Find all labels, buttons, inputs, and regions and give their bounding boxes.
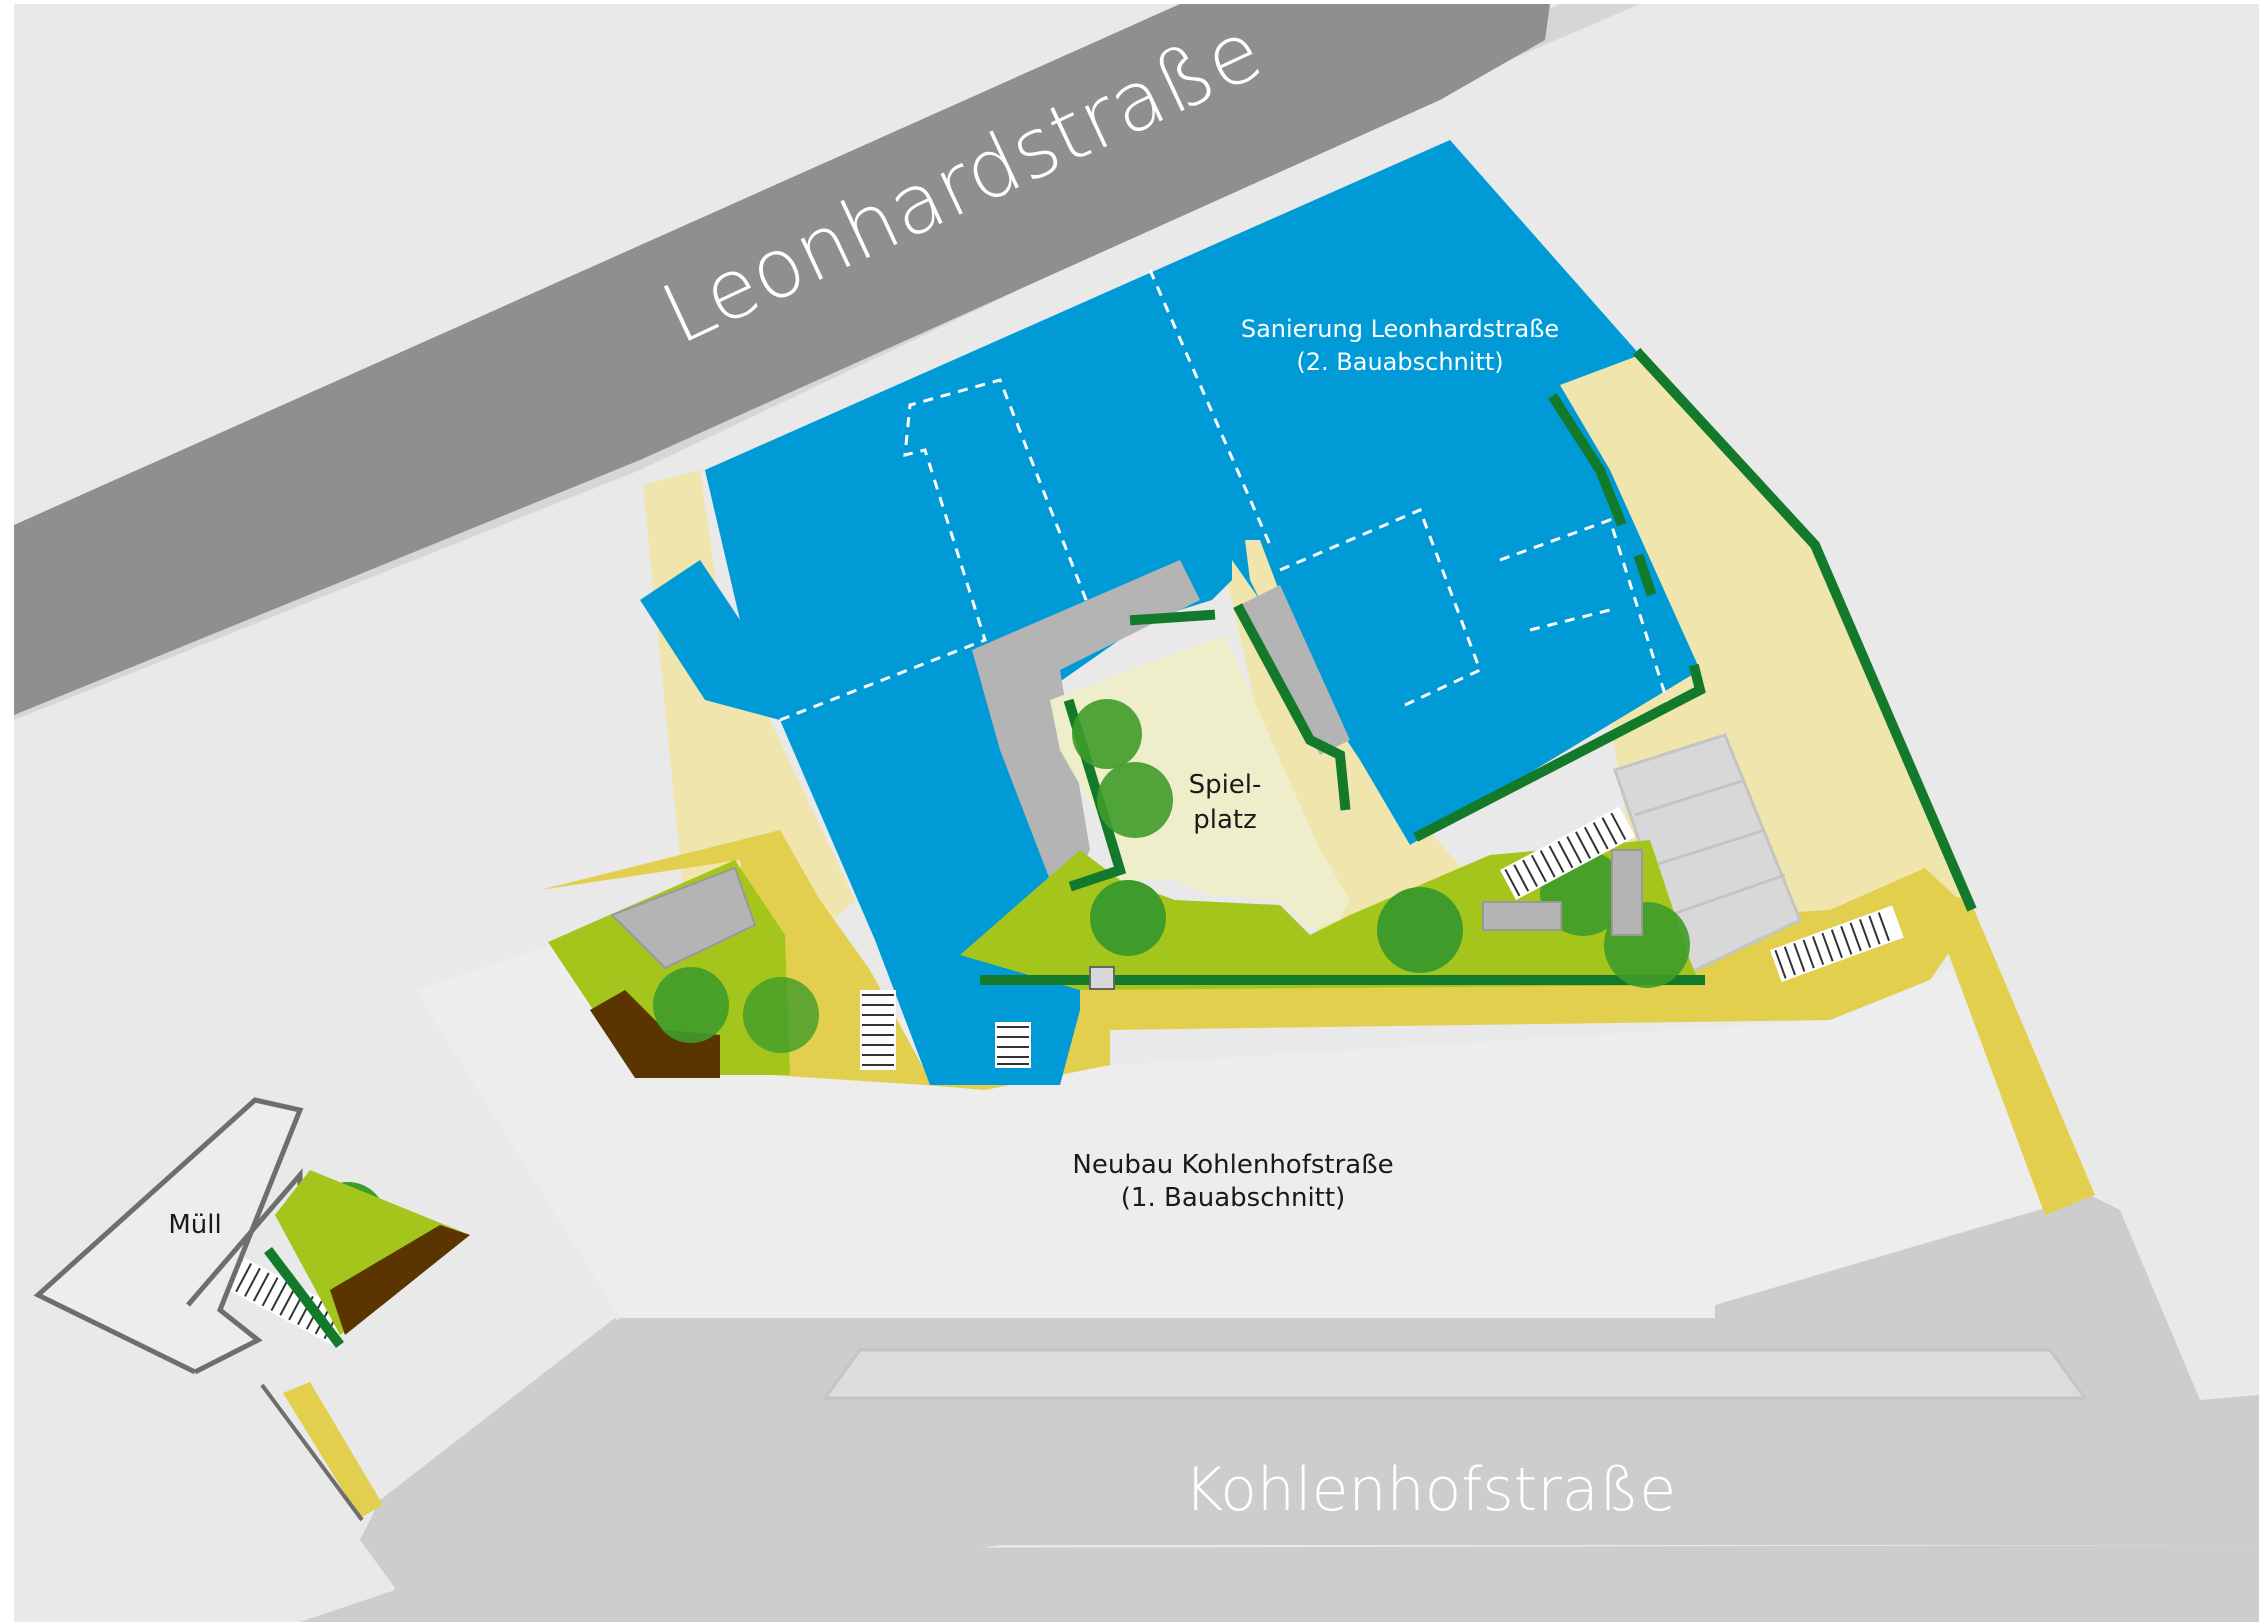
waste-enclosure-outline (33, 1097, 304, 1375)
waste-path (283, 1382, 383, 1518)
new-building-label-line1: Neubau Kohlenhofstraße (1072, 1150, 1393, 1180)
waste-garden (275, 1170, 470, 1335)
waste-hedge (264, 1246, 344, 1349)
tree (653, 967, 729, 1043)
info-board (1089, 966, 1115, 990)
parking-lines (1634, 778, 1786, 917)
compost-bed (590, 990, 720, 1078)
renovation-dashes (779, 269, 1672, 722)
waste-label: Müll (168, 1210, 221, 1240)
courtyard-east-strip (1925, 890, 2095, 1215)
median-strip (822, 1348, 2088, 1400)
tree (1072, 699, 1142, 769)
leonhardstrasse-road (14, 4, 1550, 715)
bicycle-rack (860, 990, 896, 1070)
renovation-label-line1: Sanierung Leonhardstraße (1241, 315, 1559, 343)
tree (1090, 880, 1166, 956)
tree (1097, 762, 1173, 838)
bicycle-rack (1770, 905, 1904, 982)
hedges (980, 347, 1977, 985)
new-building-label-line2: (1. Bauabschnitt) (1121, 1183, 1345, 1213)
playground-label-line2: platz (1193, 805, 1257, 835)
bicycle-rack (1500, 806, 1636, 901)
bicycle-rack (995, 1022, 1031, 1068)
renovation-label-line2: (2. Bauabschnitt) (1296, 348, 1503, 376)
street-label-kohlenhofstrasse: Kohlenhofstraße (1184, 1455, 1676, 1525)
shed-west (610, 866, 757, 970)
tree (743, 977, 819, 1053)
playground-label-line1: Spiel- (1189, 770, 1262, 800)
bench (1482, 901, 1562, 931)
kohlenhofstrasse-road-main (360, 1195, 2259, 1622)
covered-walkway-center (1240, 585, 1350, 755)
tree (1377, 887, 1463, 973)
bicycle-racks (213, 806, 1904, 1346)
courtyard-west (540, 830, 1110, 1090)
covered-walkway-west (972, 560, 1200, 880)
waste-garden-soil (330, 1225, 470, 1335)
bench (1611, 849, 1643, 936)
waste-path-edge (260, 1383, 364, 1522)
